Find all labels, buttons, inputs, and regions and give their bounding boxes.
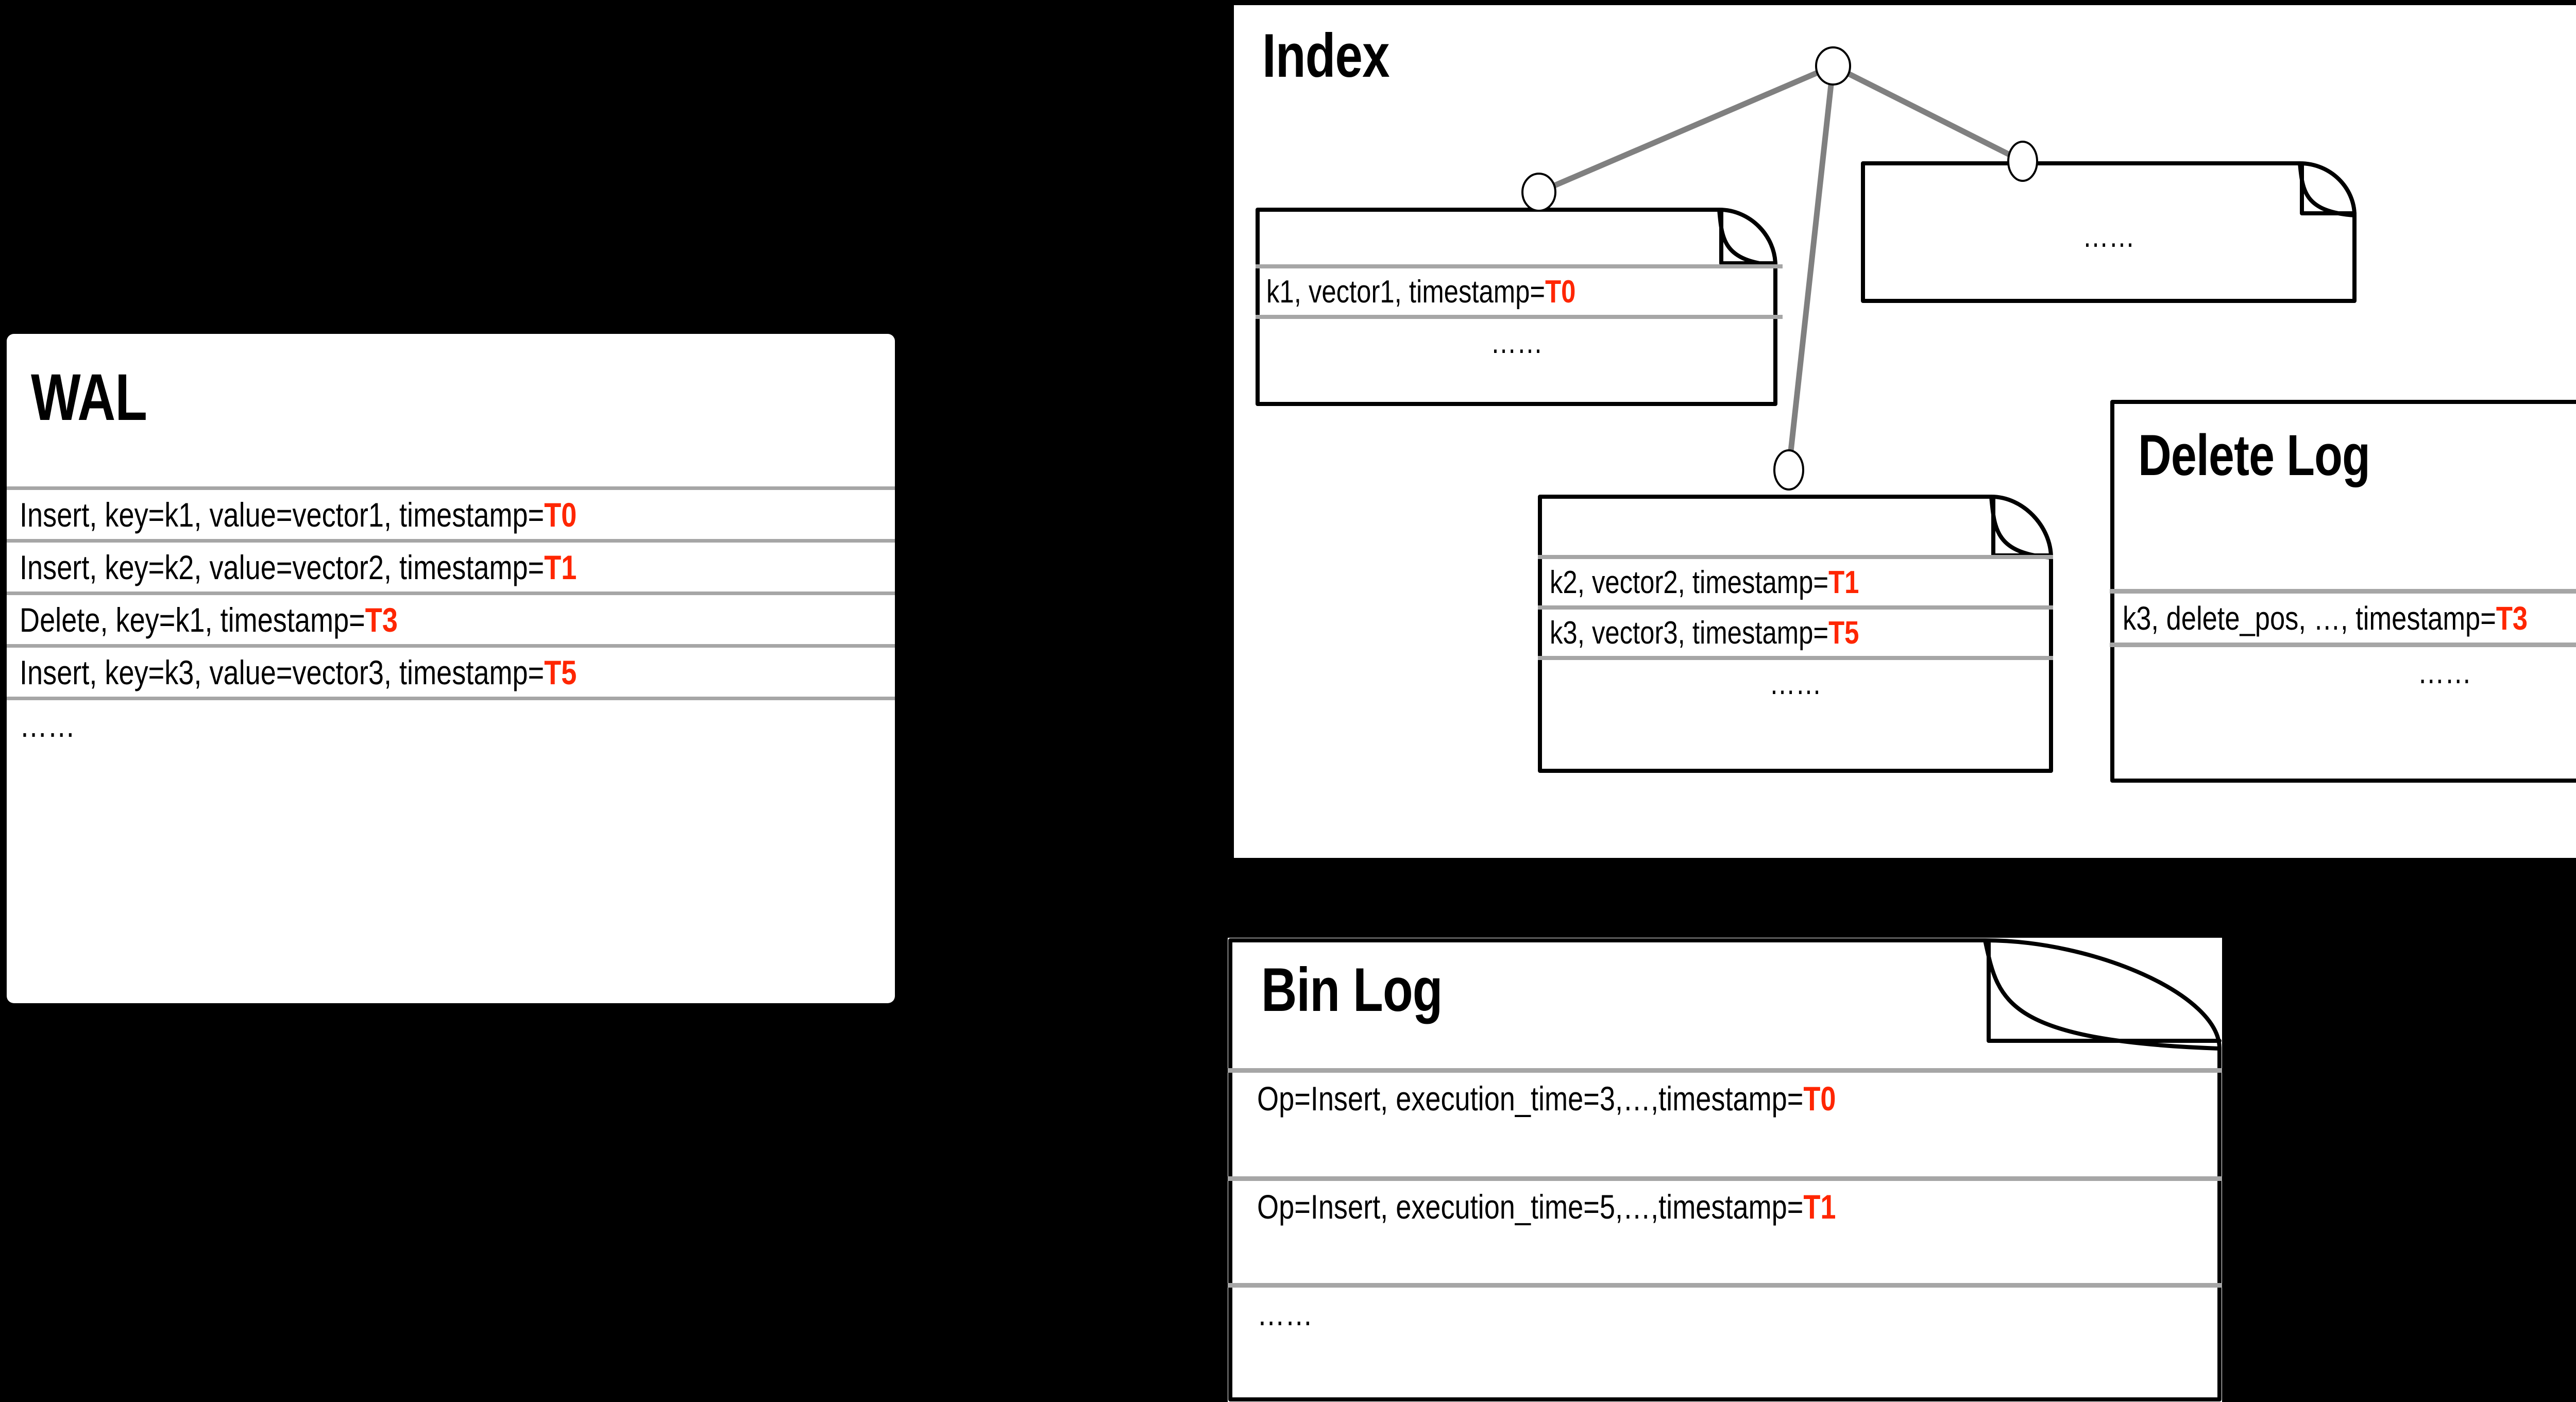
bin-log-separator-0 — [1228, 1068, 2222, 1073]
delete-log-title: Delete Log — [2138, 423, 2370, 487]
delete-log-row-0-text: k3, delete_pos, …, timestamp= — [2123, 599, 2496, 637]
index-leaf-k2k3-separator-2 — [1538, 656, 2053, 660]
index-title: Index — [1262, 21, 1390, 90]
index-leaf-k2k3-row-0: k2, vector2, timestamp=T1 — [1550, 559, 2055, 605]
wal-row-1-timestamp: T1 — [544, 548, 577, 586]
wal-row-1-text: Insert, key=k2, value=vector2, timestamp… — [20, 548, 545, 586]
wal-separator-0 — [7, 486, 895, 490]
index-leaf-k2k3-separator-1 — [1538, 605, 2053, 610]
delete-log-separator-0 — [2110, 589, 2576, 594]
wal-row-4-text: …… — [20, 705, 76, 744]
bin-log-row-1: Op=Insert, execution_time=5,…,timestamp=… — [1257, 1181, 2215, 1232]
wal-row-0: Insert, key=k1, value=vector1, timestamp… — [20, 490, 890, 539]
delete-log-row-0-timestamp: T3 — [2496, 599, 2528, 637]
index-leaf-k1-row-1-text: …… — [1490, 324, 1543, 360]
index-leaf-k2k3-document — [1538, 495, 2053, 773]
delete-log-row-1: …… — [2110, 647, 2576, 696]
wal-row-2: Delete, key=k1, timestamp=T3 — [20, 595, 890, 644]
index-leaf-k1-row-0-timestamp: T0 — [1545, 274, 1576, 310]
wal-row-3-timestamp: T5 — [544, 653, 577, 691]
wal-row-2-timestamp: T3 — [365, 600, 398, 639]
index-leaf-k2k3-row-2: …… — [1538, 660, 2053, 706]
bin-log-row-1-text: Op=Insert, execution_time=5,…,timestamp= — [1257, 1188, 1804, 1226]
index-leaf-k2k3-row-0-text: k2, vector2, timestamp= — [1550, 564, 1829, 600]
index-leaf-k2k3-row-1-timestamp: T5 — [1828, 615, 1859, 651]
bin-log-row-2: …… — [1257, 1288, 2215, 1339]
wal-row-0-text: Insert, key=k1, value=vector1, timestamp… — [20, 495, 545, 534]
index-leaf-right-document — [1861, 161, 2357, 303]
wal-row-3-text: Insert, key=k3, value=vector3, timestamp… — [20, 653, 545, 691]
delete-log-separator-1 — [2110, 643, 2576, 647]
wal-separator-3 — [7, 644, 895, 648]
index-leaf-k2k3-separator-0 — [1538, 555, 2053, 559]
wal-row-4: …… — [20, 700, 890, 749]
delete-log-row-0: k3, delete_pos, …, timestamp=T3 — [2123, 594, 2576, 643]
tree-node-middle[interactable] — [1766, 442, 1812, 498]
index-leaf-k2k3-shape — [1538, 495, 2053, 773]
bin-log-row-0: Op=Insert, execution_time=3,…,timestamp=… — [1257, 1073, 2215, 1124]
tree-node-right[interactable] — [1999, 133, 2046, 190]
index-leaf-k1-row-0-text: k1, vector1, timestamp= — [1266, 274, 1546, 310]
bin-log-row-0-timestamp: T0 — [1803, 1079, 1836, 1118]
index-leaf-k1-row-1: …… — [1256, 319, 1777, 365]
wal-panel — [7, 334, 895, 1003]
bin-log-title: Bin Log — [1261, 955, 1443, 1024]
tree-node-left[interactable] — [1516, 164, 1562, 221]
tree-node-root[interactable] — [1810, 38, 1856, 94]
index-leaf-right-row-0: …… — [1861, 215, 2357, 257]
index-leaf-k1-row-0: k1, vector1, timestamp=T0 — [1266, 268, 1782, 315]
index-leaf-k1-separator-0 — [1256, 264, 1783, 268]
wal-title: WAL — [31, 361, 147, 434]
index-leaf-k2k3-row-1: k3, vector3, timestamp=T5 — [1550, 610, 2055, 656]
delete-log-row-1-text: …… — [2417, 653, 2472, 690]
index-leaf-right-row-0-text: …… — [2082, 218, 2135, 254]
wal-separator-4 — [7, 697, 895, 700]
bin-log-row-0-text: Op=Insert, execution_time=3,…,timestamp= — [1257, 1079, 1804, 1118]
bin-log-row-2-text: …… — [1257, 1294, 1313, 1332]
index-leaf-k2k3-row-0-timestamp: T1 — [1828, 564, 1859, 600]
wal-row-2-text: Delete, key=k1, timestamp= — [20, 600, 365, 639]
wal-separator-2 — [7, 592, 895, 595]
index-leaf-k2k3-row-2-text: …… — [1769, 665, 1822, 701]
bin-log-separator-2 — [1228, 1283, 2222, 1288]
wal-separator-1 — [7, 539, 895, 543]
index-leaf-k1-document — [1256, 208, 1777, 406]
index-leaf-k2k3-row-1-text: k3, vector3, timestamp= — [1550, 615, 1829, 651]
wal-row-0-timestamp: T0 — [544, 495, 577, 534]
wal-row-3: Insert, key=k3, value=vector3, timestamp… — [20, 648, 890, 697]
index-leaf-k1-separator-1 — [1256, 315, 1783, 319]
bin-log-row-1-timestamp: T1 — [1803, 1188, 1836, 1226]
index-leaf-right-shape — [1861, 161, 2357, 303]
wal-row-1: Insert, key=k2, value=vector2, timestamp… — [20, 543, 890, 592]
bin-log-separator-1 — [1228, 1176, 2222, 1181]
